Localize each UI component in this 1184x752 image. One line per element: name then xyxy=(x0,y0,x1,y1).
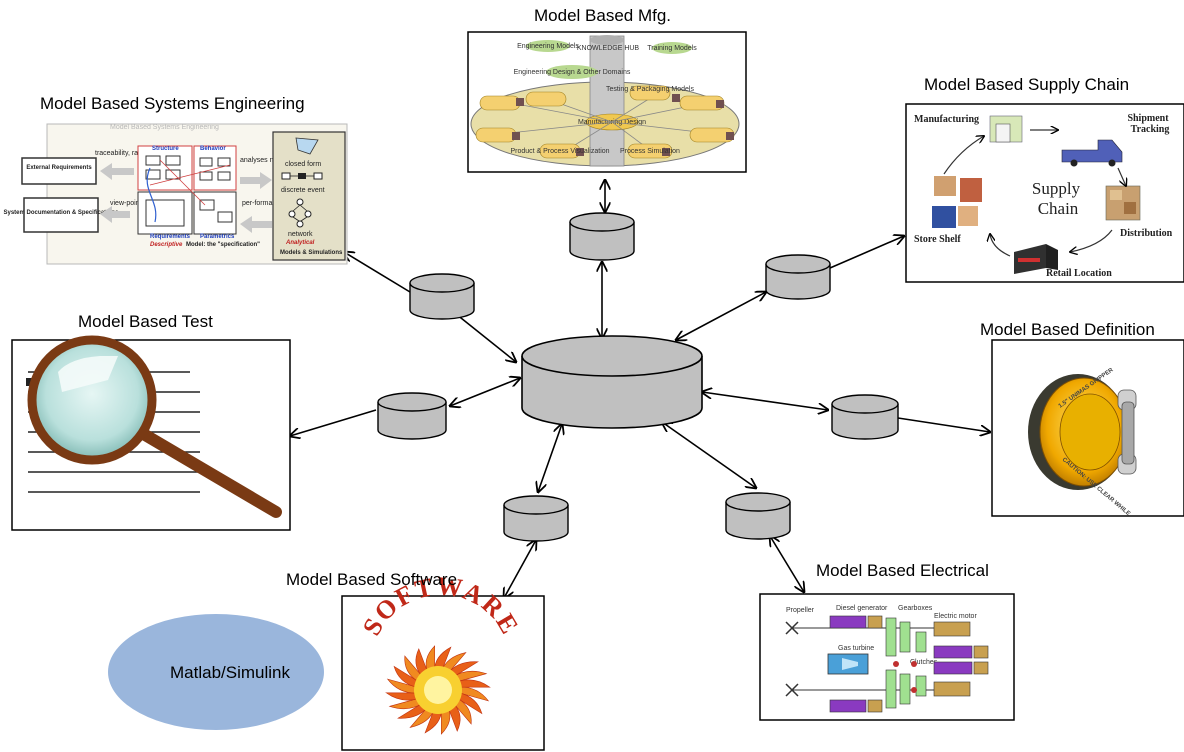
software-image: SOFTWARE xyxy=(341,571,545,751)
software-sun-ray xyxy=(457,692,483,715)
electrical-label: Model Based Electrical xyxy=(816,561,989,580)
supply-chain-image: Manufacturing Shipment Tracking Supply C… xyxy=(905,103,1184,283)
connectors xyxy=(290,180,990,598)
mfg-process-simulation: Process Simulation xyxy=(620,148,680,155)
supply-chain-label: Model Based Supply Chain xyxy=(924,75,1130,94)
supply-shipment: Shipment xyxy=(1127,113,1169,124)
central-repository-cylinder xyxy=(521,335,703,429)
arrow-mbse-link xyxy=(344,252,411,293)
mbse-requirements: Requirements xyxy=(150,234,191,240)
repository-cylinder-electrical xyxy=(725,492,791,540)
repository-cylinder-definition xyxy=(831,394,899,440)
supply-retail-location: Retail Location xyxy=(1046,268,1112,279)
mbse-models-simulations: Models & Simulations xyxy=(280,250,343,256)
magnifier-handle xyxy=(124,420,282,518)
repository-cylinder-software xyxy=(503,495,569,542)
matlab-simulink-label: Matlab/Simulink xyxy=(170,663,290,682)
mbse-faded-title: Model Based Systems Engineering xyxy=(110,124,219,131)
software-sun-ray xyxy=(404,655,423,682)
arrow-definition-link xyxy=(897,417,990,432)
mbse-discrete-event: discrete event xyxy=(281,187,325,194)
test-label: Model Based Test xyxy=(78,312,213,331)
arrow-definition-hub xyxy=(702,392,828,410)
mfg-image: KNOWLEDGE HUB Engineering Models Trainin… xyxy=(467,31,747,173)
software-sun-ray xyxy=(385,692,419,701)
mfg-label: Model Based Mfg. xyxy=(534,6,672,25)
electrical-gearboxes: Gearboxes xyxy=(898,605,933,612)
repository-cylinder-mbse xyxy=(409,273,475,320)
arrow-electrical-link xyxy=(770,536,804,592)
mbse-viewpoint: view-point xyxy=(110,200,142,207)
definition-image: 1.5" UNIMAS GRIPPER CAUTION: USE CLEAR W… xyxy=(991,339,1184,517)
mbse-traceability: traceability, rationale xyxy=(95,150,159,157)
mfg-knowledge-hub: KNOWLEDGE HUB xyxy=(577,45,640,52)
software-sun-ray xyxy=(386,678,417,694)
mbse-external-requirements: External Requirements xyxy=(26,165,92,171)
mfg-testing-packaging: Testing & Packaging Models xyxy=(606,86,694,93)
mbse-model-label: Model: the "specification" xyxy=(186,242,260,248)
mfg-product-process: Product & Process Visualization xyxy=(510,148,609,155)
arrow-software-link xyxy=(504,540,536,598)
supply-center-supply: Supply xyxy=(1032,179,1081,198)
arrow-supply-link xyxy=(829,236,904,269)
mbse-structure: Structure xyxy=(152,146,179,152)
arrow-test-hub xyxy=(450,378,520,406)
mbse-descriptive: Descriptive xyxy=(150,242,183,248)
electrical-image: Propeller Diesel generator Gearboxes Ele… xyxy=(759,593,1015,721)
mbse-analyses-needs: analyses needs xyxy=(240,157,289,164)
matlab-simulink-ellipse xyxy=(108,614,324,730)
definition-label: Model Based Definition xyxy=(980,320,1155,339)
mbse-label: Model Based Systems Engineering xyxy=(40,94,305,113)
arrow-electrical-hub xyxy=(662,422,756,488)
electrical-electric-motor: Electric motor xyxy=(934,613,977,620)
mbse-network: network xyxy=(288,231,313,238)
repository-cylinder-mfg xyxy=(569,212,635,261)
electrical-gas-turbine: Gas turbine xyxy=(838,645,874,652)
supply-manufacturing: Manufacturing xyxy=(914,114,979,125)
software-sun-ray xyxy=(388,698,423,710)
software-sun-ray xyxy=(393,665,419,688)
software-sun-ray xyxy=(453,698,472,725)
software-label: Model Based Software xyxy=(286,570,458,589)
mfg-engineering-models: Engineering Models xyxy=(517,43,579,50)
mfg-training-models: Training Models xyxy=(647,45,697,52)
mbse-behavior: Behavior xyxy=(200,146,226,152)
electrical-propeller: Propeller xyxy=(786,607,815,614)
mbse-closed-form: closed form xyxy=(285,161,321,168)
test-image xyxy=(11,335,291,531)
mfg-engineering-design: Engineering Design & Other Domains xyxy=(514,69,631,76)
arrow-supply-hub xyxy=(676,292,766,340)
matlab-simulink-node: Matlab/Simulink xyxy=(108,614,324,730)
mbse-system-docs: System Documentation & Specifications xyxy=(3,210,119,216)
supply-distribution: Distribution xyxy=(1120,228,1173,239)
electrical-clutches: Clutches xyxy=(910,659,938,666)
arrow-test-link xyxy=(290,409,377,436)
software-sun-ray xyxy=(453,670,488,682)
repository-cylinder-test xyxy=(377,392,447,440)
electrical-diesel-generator: Diesel generator xyxy=(836,605,888,612)
mbse-analytical: Analytical xyxy=(285,240,315,246)
mbse-image: Model Based Systems Engineering External… xyxy=(3,123,348,265)
supply-store-shelf: Store Shelf xyxy=(914,234,961,245)
arrow-software-hub xyxy=(538,424,562,492)
software-sun-icon xyxy=(385,645,491,735)
software-sun-ray xyxy=(457,679,491,688)
supply-tracking: Tracking xyxy=(1131,124,1170,135)
supply-center-chain: Chain xyxy=(1038,199,1079,218)
mbse-parametrics: Parametrics xyxy=(200,234,235,240)
repository-cylinder-supply xyxy=(765,254,831,300)
